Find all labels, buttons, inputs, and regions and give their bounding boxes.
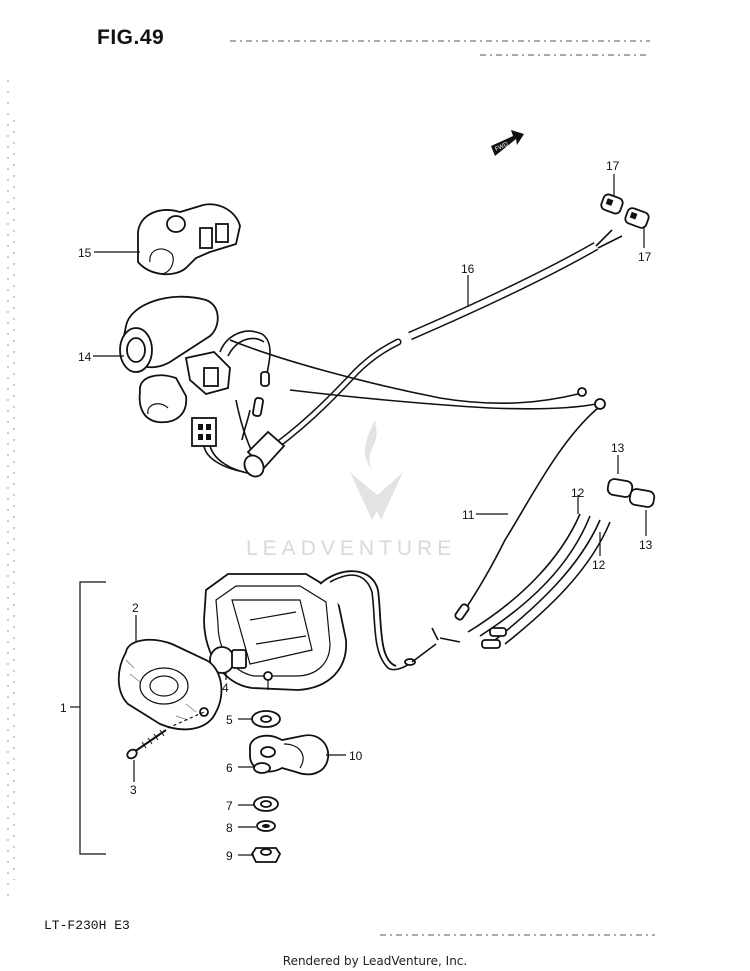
wire-harness-16 [408,229,623,341]
connector-13 [606,478,656,508]
callout-5: 5 [226,713,233,727]
clamp-10 [249,734,330,776]
callout-4: 4 [222,681,229,695]
callout-6: 6 [226,761,233,775]
taillight-housing [203,570,437,691]
fwd-arrow: FWD [491,130,524,156]
lock-washer-8 [256,820,276,832]
callout-14: 14 [78,350,92,364]
callout-10: 10 [349,749,363,763]
callout-labels: 15 14 16 17 17 11 12 12 13 13 1 2 3 4 5 … [60,159,653,863]
callout-9: 9 [226,849,233,863]
callout-12-bottom: 12 [592,558,606,572]
callout-12-top: 12 [571,486,585,500]
assembly-bracket-1 [70,581,106,855]
lens-2 [117,638,223,731]
callout-1: 1 [60,701,67,715]
leader-lines [93,174,647,856]
fwd-label: FWD [494,141,510,152]
watermark-logo [350,420,403,520]
screw-3 [126,711,205,760]
callout-15: 15 [78,246,92,260]
callout-3: 3 [130,783,137,797]
scan-edge [7,80,15,900]
washer-5 [251,710,281,728]
callout-16: 16 [461,262,475,276]
callout-2: 2 [132,601,139,615]
switch-lead-wires [219,330,271,441]
callout-13-top: 13 [611,441,625,455]
figure-title: FIG.49 [97,26,165,49]
header-rule [230,40,650,56]
model-code: LT-F230H E3 [44,918,130,933]
callout-11: 11 [462,508,475,522]
switch-housing-15 [137,203,241,276]
callout-17-top: 17 [606,159,620,173]
render-credit: Rendered by LeadVenture, Inc. [282,954,468,968]
main-harness [229,338,606,478]
watermark-text: LEADVENTURE [246,537,457,560]
nut-9 [250,847,282,863]
washer-7 [253,796,279,812]
connector-17 [600,193,650,229]
switch-assembly-14 [119,295,255,475]
lead-wire-11 [454,407,599,621]
callout-7: 7 [226,799,233,813]
bulb-4 [209,646,247,674]
callout-13-bottom: 13 [639,538,653,552]
callout-8: 8 [226,821,233,835]
lead-wires-12 [431,513,611,649]
callout-17-bottom: 17 [638,250,652,264]
